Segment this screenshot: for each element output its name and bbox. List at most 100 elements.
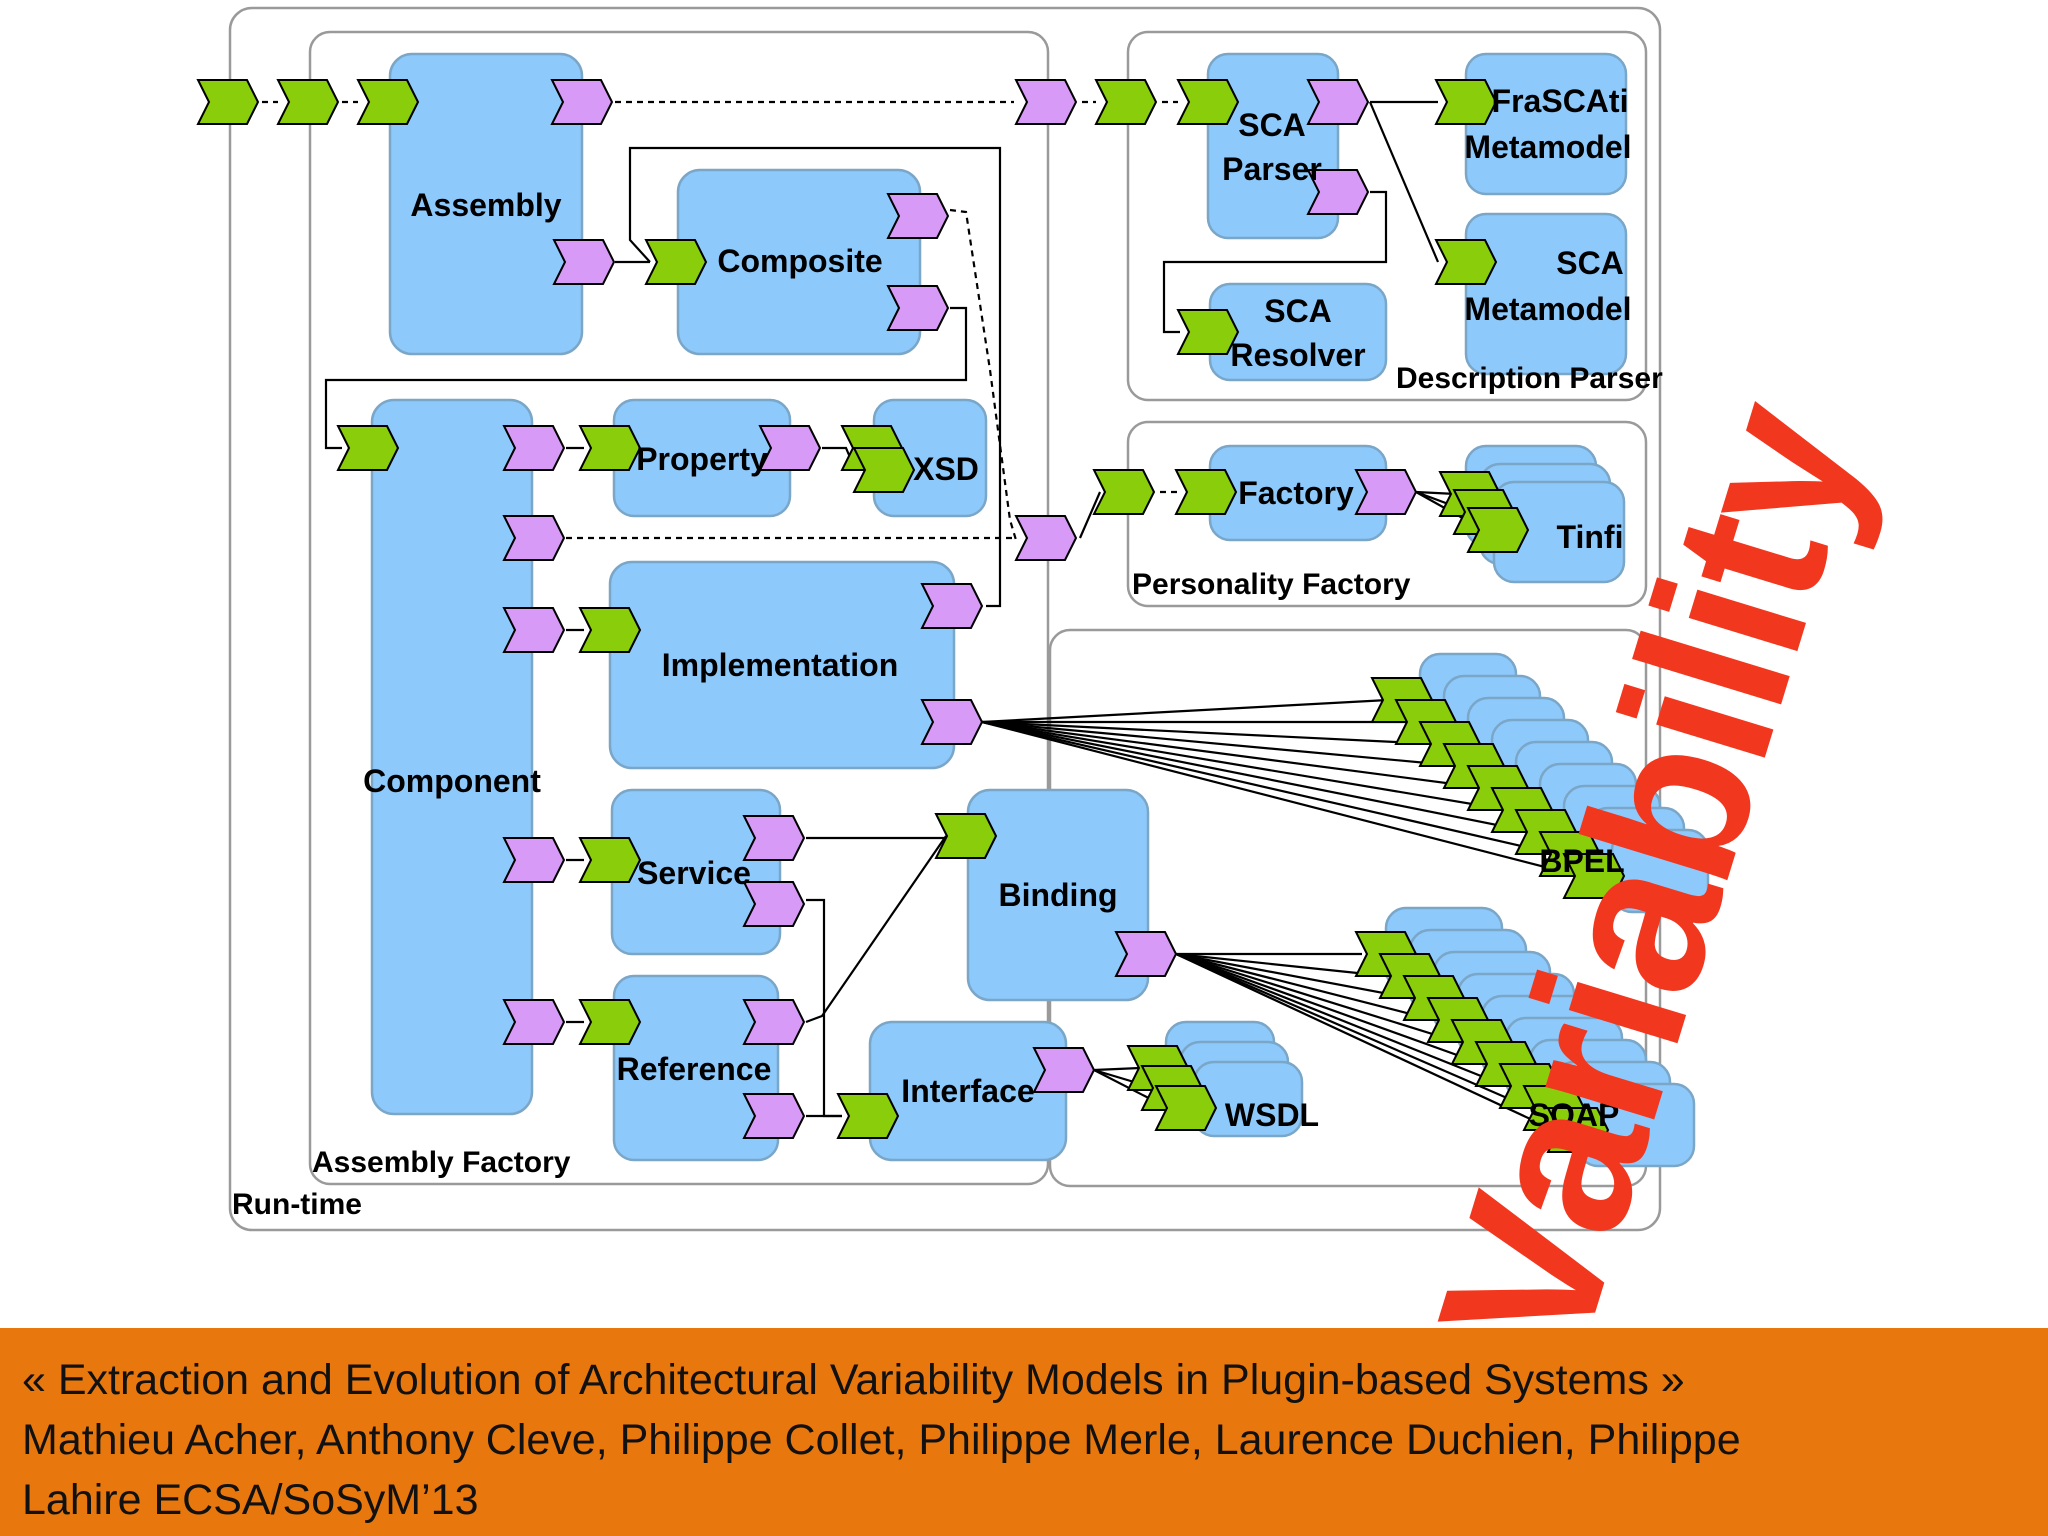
sca-parser-label-1: SCA: [1238, 107, 1306, 143]
interface-label: Interface: [901, 1073, 1034, 1109]
connector-composite-loop: [628, 146, 1002, 570]
reference-port-out-1: [742, 999, 806, 1045]
reference-box: [612, 974, 780, 1162]
connector-binding-soap: [1175, 953, 1555, 1131]
connector-implementation-bpel: [981, 698, 1389, 724]
sca-metamodel-label-2: Metamodel: [1464, 291, 1631, 327]
connector-implementation-bpel: [981, 720, 1533, 834]
connector-binding-soap: [1175, 952, 1531, 1110]
binding-port-out: [1114, 931, 1178, 977]
implementation-port-out-2: [920, 699, 984, 745]
component-port-property: [502, 425, 566, 471]
citation-venue: Lahire ECSA/SoSyM’13: [22, 1476, 479, 1524]
sca-resolver-label-1: SCA: [1264, 293, 1332, 329]
sca-metamodel-port-in: [1434, 239, 1498, 285]
frascati-metamodel-box: [1464, 52, 1628, 196]
connector-personality-factory: [1078, 491, 1102, 539]
connector-composite-component: [324, 306, 968, 450]
sca-parser-port-out-2: [1306, 169, 1370, 215]
composite-port-in: [644, 239, 708, 285]
connector-interface-wsdl: [1093, 1066, 1141, 1072]
reference-label: Reference: [617, 1051, 772, 1087]
factory-port-in: [1174, 469, 1238, 515]
sca-resolver-label-2: Resolver: [1230, 337, 1365, 373]
factory-label: Factory: [1238, 475, 1354, 511]
frascati-port-in: [1434, 79, 1498, 125]
connector-factory-tinfi: [1415, 490, 1457, 496]
connector-implementation-bpel: [981, 720, 1509, 812]
runtime-port-2: [276, 79, 340, 125]
reference-port-in: [578, 999, 642, 1045]
composite-label: Composite: [717, 243, 882, 279]
component-port-implementation: [502, 607, 566, 653]
implementation-label: Implementation: [662, 647, 898, 683]
tinfi-label: Tinfi: [1557, 519, 1624, 555]
description-port-1: [1094, 79, 1158, 125]
bpel-label: BPEL: [1539, 843, 1624, 879]
description-port-in: [1014, 79, 1078, 125]
sca-resolver-port-in: [1176, 309, 1240, 355]
wsdl-label: WSDL: [1225, 1097, 1319, 1133]
component-port-in: [336, 425, 400, 471]
property-port-out: [758, 425, 822, 471]
runtime-label: Run-time: [232, 1188, 362, 1221]
service-label: Service: [637, 855, 751, 891]
factory-port-out: [1354, 469, 1418, 515]
citation-title: « Extraction and Evolution of Architectu…: [22, 1356, 1685, 1404]
connector-implementation-loop: [986, 570, 1002, 608]
binding-port-in: [934, 813, 998, 859]
service-port-out-1: [742, 815, 806, 861]
reference-port-out-2: [742, 1093, 806, 1139]
connector-sca-parser-resolver: [1162, 190, 1388, 334]
binding-label: Binding: [998, 877, 1117, 913]
connector-reference-binding: [805, 835, 947, 1024]
connector-binding-soap: [1175, 952, 1435, 1022]
sca-parser-box: [1206, 52, 1340, 240]
interface-port-out: [1032, 1047, 1096, 1093]
assembly-composite-port: [552, 239, 616, 285]
connector-implementation-bpel: [981, 720, 1557, 856]
connector-implementation-bpel: [981, 720, 1581, 878]
xsd-label: XSD: [913, 451, 979, 487]
wsdl-port-in: [1154, 1085, 1218, 1131]
implementation-port-out-1: [920, 583, 984, 629]
sca-parser-label-2: Parser: [1222, 151, 1322, 187]
tinfi-port-in: [1466, 507, 1530, 553]
sca-metamodel-label-1: SCA: [1556, 245, 1624, 281]
citation-footer: « Extraction and Evolution of Architectu…: [0, 1328, 2048, 1536]
property-port-in: [578, 425, 642, 471]
assembly-box: [388, 52, 584, 356]
connector-binding-soap: [1175, 952, 1411, 1000]
assembly-label: Assembly: [410, 187, 561, 223]
bpel-port-in: [1562, 853, 1626, 899]
runtime-port-3: [356, 79, 420, 125]
composite-port-out-2: [886, 285, 950, 331]
service-port-out-2: [742, 881, 806, 927]
composite-port-out-1: [886, 193, 950, 239]
binding-box: [966, 788, 1150, 1002]
component-label: Component: [363, 763, 541, 799]
sca-metamodel-box: [1464, 212, 1628, 376]
implementation-box: [608, 560, 956, 770]
frascati-label-2: Metamodel: [1464, 129, 1631, 165]
connector-binding-soap: [1175, 952, 1459, 1044]
connector-binding-soap: [1175, 952, 1387, 978]
component-box: [370, 398, 534, 1116]
runtime-port-1: [196, 79, 260, 125]
connector-composite-dashed: [949, 208, 1018, 541]
component-port-reference: [502, 999, 566, 1045]
personality-port-in: [1014, 515, 1078, 561]
runtime-container: [228, 6, 1662, 1232]
connector-binding-soap: [1175, 952, 1483, 1066]
soap-label: SOAP: [1529, 1097, 1620, 1133]
xsd-port-in-2: [852, 447, 916, 493]
interface-port-in: [836, 1093, 900, 1139]
citation-authors: Mathieu Acher, Anthony Cleve, Philippe C…: [22, 1416, 1741, 1464]
implementation-port-in: [578, 607, 642, 653]
frascati-label-1: FraSCAti: [1492, 83, 1629, 119]
personality-factory-label: Personality Factory: [1132, 568, 1411, 601]
component-port-personality: [502, 515, 566, 561]
component-port-service: [502, 837, 566, 883]
soap-port-in: [1546, 1107, 1610, 1153]
